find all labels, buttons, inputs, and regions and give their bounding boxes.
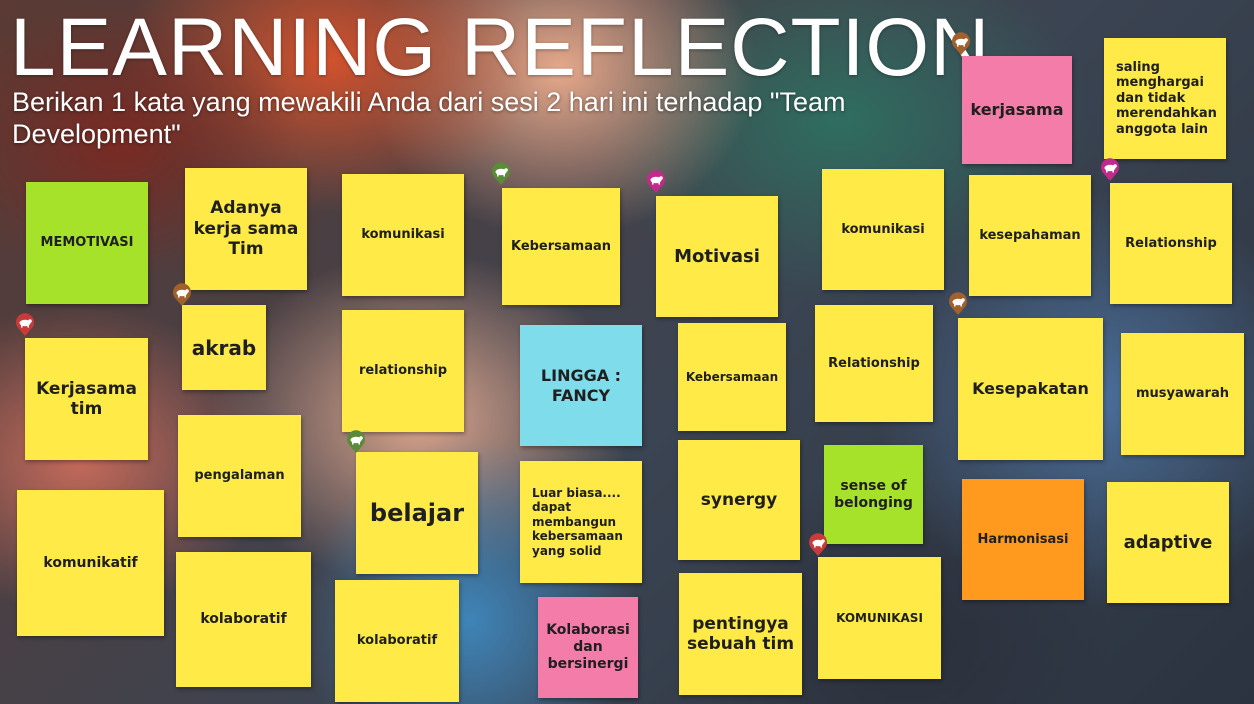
sticky-note[interactable]: pengalaman <box>178 415 301 537</box>
author-avatar-pin[interactable] <box>15 313 35 337</box>
animal-avatar-icon <box>949 292 967 315</box>
sticky-note[interactable]: Harmonisasi <box>962 479 1084 600</box>
animal-avatar-icon <box>347 430 365 453</box>
sticky-note-text: saling menghargai dan tidak merendahkan … <box>1116 59 1217 137</box>
sticky-note-text: Luar biasa.... dapat membangun kebersama… <box>532 486 623 558</box>
sticky-note[interactable]: Relationship <box>1110 183 1232 304</box>
sticky-note[interactable]: KOMUNIKASI <box>818 557 941 679</box>
sticky-note-text: MEMOTIVASI <box>40 235 134 251</box>
sticky-note[interactable]: komunikasi <box>822 169 944 290</box>
sticky-note-text: komunikasi <box>841 221 925 237</box>
sticky-note[interactable]: Kesepakatan <box>958 318 1103 460</box>
sticky-note[interactable]: kolaboratif <box>335 580 459 702</box>
sticky-note[interactable]: saling menghargai dan tidak merendahkan … <box>1104 38 1226 159</box>
sticky-note[interactable]: synergy <box>678 440 800 560</box>
sticky-note-text: relationship <box>358 363 448 379</box>
sticky-note-text: pengalaman <box>194 468 285 484</box>
animal-avatar-icon <box>647 170 665 193</box>
sticky-note-text: akrab <box>191 335 257 360</box>
sticky-note[interactable]: Kebersamaan <box>678 323 786 431</box>
author-avatar-pin[interactable] <box>491 162 511 186</box>
sticky-note-text: Kesepakatan <box>972 379 1089 399</box>
animal-avatar-icon <box>173 283 191 306</box>
sticky-note-text: adaptive <box>1123 531 1213 553</box>
sticky-note-text: kesepahaman <box>979 227 1081 243</box>
sticky-note[interactable]: kesepahaman <box>969 175 1091 296</box>
sticky-note[interactable]: Adanya kerja sama Tim <box>185 168 307 290</box>
sticky-note-text: kolaboratif <box>200 611 287 628</box>
sticky-note[interactable]: belajar <box>356 452 478 574</box>
sticky-note[interactable]: Kerjasama tim <box>25 338 148 460</box>
sticky-note[interactable]: Kolaborasi dan bersinergi <box>538 597 638 698</box>
animal-avatar-icon <box>809 533 827 556</box>
animal-avatar-icon <box>492 162 510 185</box>
sticky-note[interactable]: LINGGA : FANCY <box>520 325 642 446</box>
sticky-note-text: synergy <box>700 489 778 510</box>
sticky-note[interactable]: komunikasi <box>342 174 464 296</box>
sticky-note[interactable]: Relationship <box>815 305 933 422</box>
author-avatar-pin[interactable] <box>951 32 971 56</box>
sticky-note-text: belajar <box>369 498 465 527</box>
sticky-note[interactable]: musyawarah <box>1121 333 1244 455</box>
author-avatar-pin[interactable] <box>1100 158 1120 182</box>
sticky-note[interactable]: Luar biasa.... dapat membangun kebersama… <box>520 461 642 583</box>
author-avatar-pin[interactable] <box>808 533 828 557</box>
sticky-note-text: Relationship <box>1125 235 1217 251</box>
board-subtitle: Berikan 1 kata yang mewakili Anda dari s… <box>12 87 846 149</box>
sticky-note-text: Relationship <box>828 355 920 371</box>
sticky-note-text: Kebersamaan <box>510 238 612 254</box>
sticky-note-text: kerjasama <box>970 100 1064 120</box>
sticky-note-text: Kebersamaan <box>685 369 779 384</box>
author-avatar-pin[interactable] <box>172 283 192 307</box>
sticky-note[interactable]: MEMOTIVASI <box>26 182 148 304</box>
sticky-note[interactable]: kerjasama <box>962 56 1072 164</box>
animal-avatar-icon <box>1101 158 1119 181</box>
sticky-note-text: KOMUNIKASI <box>836 610 923 625</box>
sticky-note-text: musyawarah <box>1135 386 1229 402</box>
sticky-note[interactable]: pentingya sebuah tim <box>679 573 802 695</box>
sticky-note-text: sense of belonging <box>834 477 913 511</box>
sticky-note[interactable]: Kebersamaan <box>502 188 620 305</box>
sticky-note-text: Kerjasama tim <box>36 378 137 419</box>
animal-avatar-icon <box>952 32 970 55</box>
sticky-note-text: LINGGA : FANCY <box>540 366 622 405</box>
sticky-note-text: pentingya sebuah tim <box>686 613 795 654</box>
author-avatar-pin[interactable] <box>646 170 666 194</box>
sticky-note-text: Harmonisasi <box>977 531 1069 547</box>
sticky-note-text: Motivasi <box>674 245 760 267</box>
sticky-note-text: komunikasi <box>361 227 445 243</box>
sticky-note[interactable]: komunikatif <box>17 490 164 636</box>
sticky-note[interactable]: sense of belonging <box>824 445 923 544</box>
board-title: LEARNING REFLECTION <box>10 2 991 93</box>
sticky-note[interactable]: akrab <box>182 305 266 390</box>
author-avatar-pin[interactable] <box>948 292 968 316</box>
sticky-note[interactable]: adaptive <box>1107 482 1229 603</box>
sticky-note-text: Adanya kerja sama Tim <box>193 198 299 260</box>
sticky-note[interactable]: kolaboratif <box>176 552 311 687</box>
author-avatar-pin[interactable] <box>346 430 366 454</box>
animal-avatar-icon <box>16 313 34 336</box>
sticky-note-text: kolaboratif <box>356 633 438 649</box>
sticky-note[interactable]: relationship <box>342 310 464 432</box>
sticky-note-text: komunikatif <box>43 554 138 571</box>
sticky-note[interactable]: Motivasi <box>656 196 778 317</box>
sticky-note-text: Kolaborasi dan bersinergi <box>546 622 630 672</box>
